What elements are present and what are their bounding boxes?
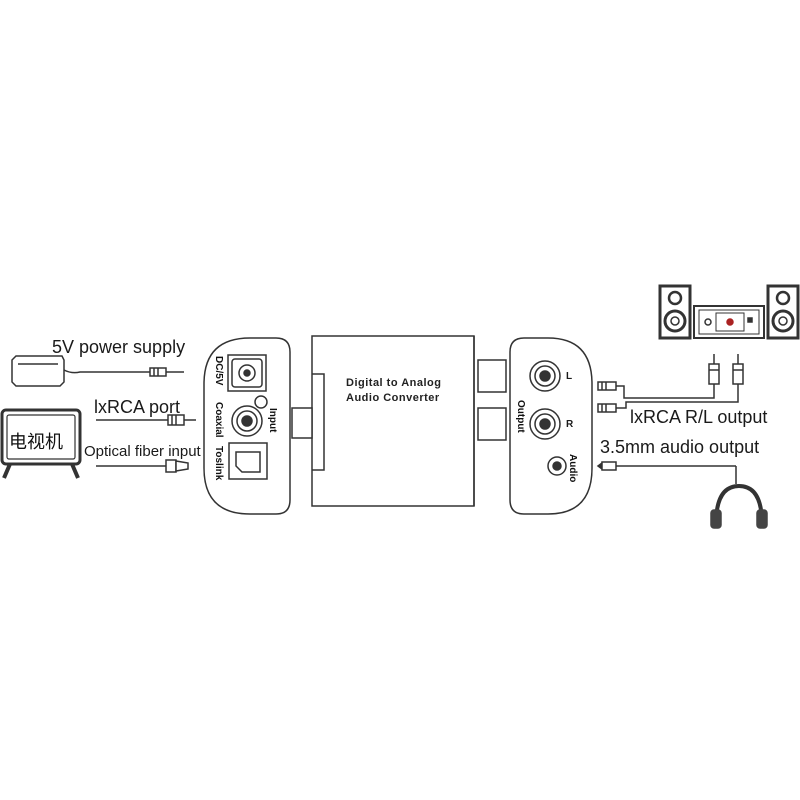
- device-title-line2: Audio Converter: [346, 392, 440, 404]
- power-adapter-icon: [11, 355, 184, 387]
- converter-box: [291, 335, 507, 507]
- rca-output-cable: [597, 354, 744, 413]
- rca-output-label: lxRCA R/L output: [630, 407, 768, 427]
- rca-input-cable: [96, 414, 196, 426]
- coaxial-label: Coaxial: [213, 402, 224, 438]
- headphones-icon: [710, 483, 768, 529]
- audio-output-label: 3.5mm audio output: [600, 437, 760, 457]
- dc-label: DC/5V: [213, 356, 224, 386]
- rca-port-label: lxRCA port: [94, 397, 181, 417]
- optical-input-cable: [96, 459, 189, 473]
- audio-jack-label: Audio: [567, 454, 578, 483]
- speaker-icon: [658, 284, 692, 340]
- power-supply-label: 5V power supply: [52, 337, 186, 357]
- left-channel-label: L: [566, 371, 573, 382]
- amplifier-icon: [693, 305, 765, 339]
- output-label: Output: [515, 400, 526, 433]
- output-panel: [509, 337, 593, 515]
- input-led-label: Input: [267, 408, 278, 433]
- right-channel-label: R: [566, 419, 574, 430]
- audio-output-cable: [596, 461, 737, 484]
- input-panel: [203, 337, 291, 515]
- optical-input-label: Optical fiber input: [84, 443, 201, 460]
- device-title-line1: Digital to Analog: [346, 377, 442, 389]
- speaker-icon-right: [766, 284, 800, 340]
- tv-icon: [0, 408, 82, 479]
- tv-label: 电视机: [9, 432, 63, 452]
- toslink-label: Toslink: [213, 446, 224, 481]
